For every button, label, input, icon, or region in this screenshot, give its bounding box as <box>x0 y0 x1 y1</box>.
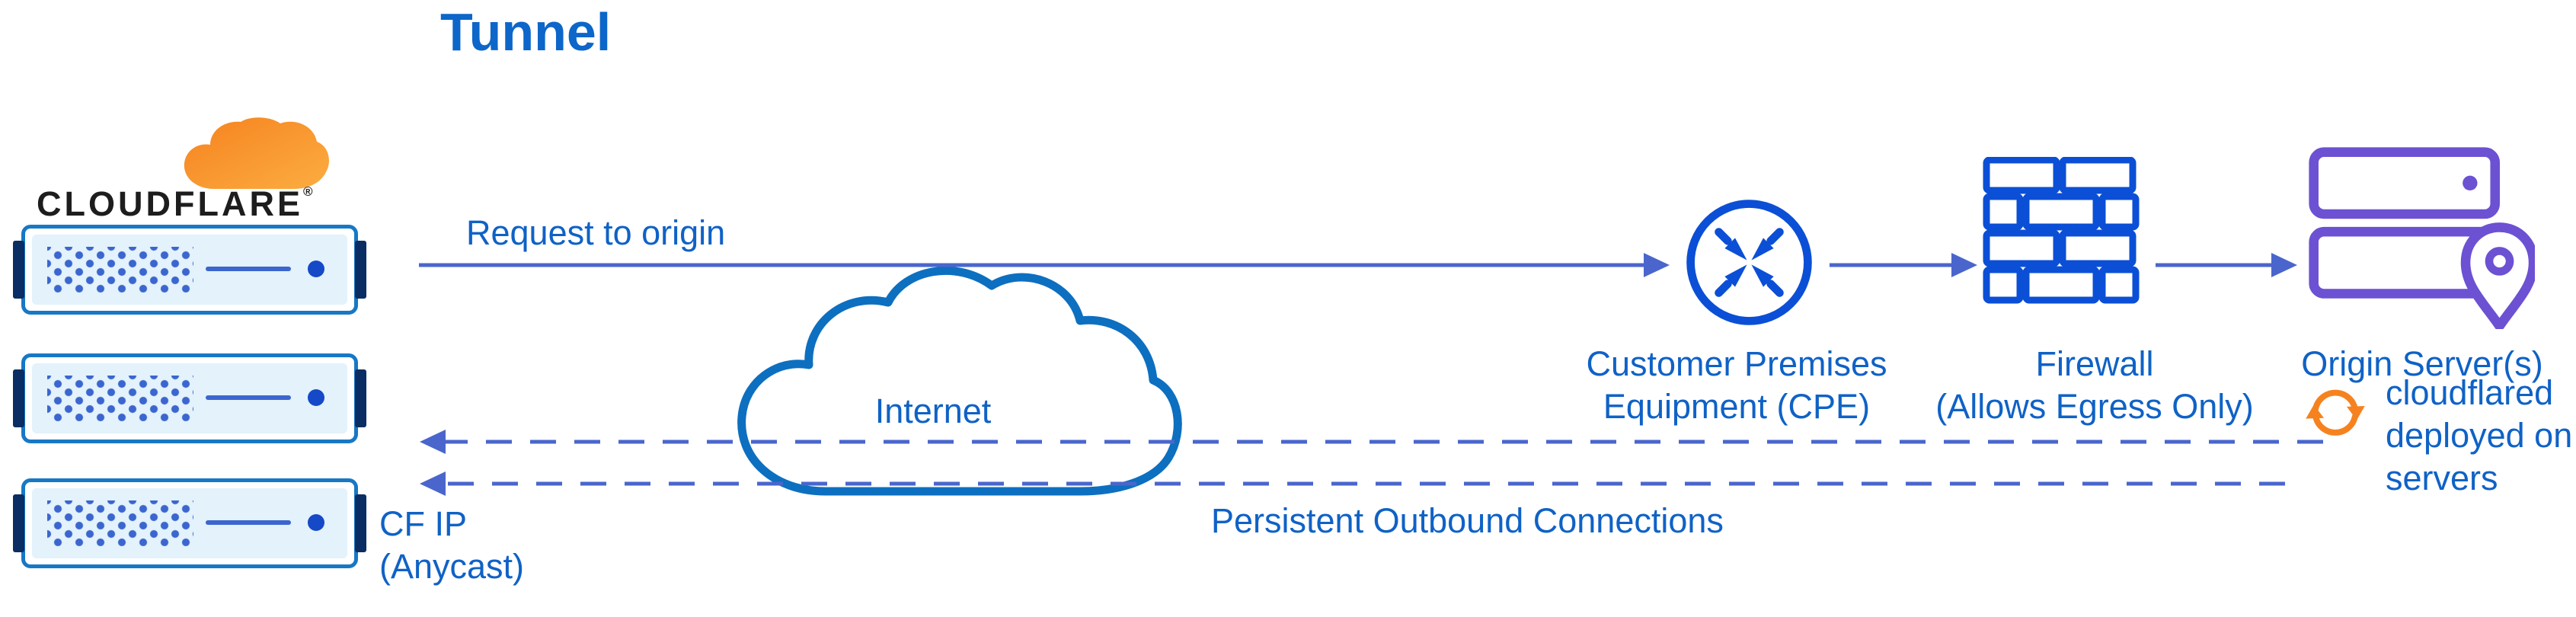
server-side-tab <box>355 494 366 552</box>
server-led <box>308 261 324 277</box>
server-face <box>32 363 347 433</box>
cf-ip-anycast-label: CF IP (Anycast) <box>379 503 524 588</box>
firewall-label-line-1: Firewall <box>2035 344 2154 383</box>
edge-server-icon <box>13 225 366 315</box>
cpe-label: Customer Premises Equipment (CPE) <box>1539 343 1935 428</box>
location-pin-icon <box>2460 222 2535 329</box>
server-side-tab <box>355 241 366 299</box>
cloudflared-label-line-3: servers <box>2386 459 2498 497</box>
cpe-label-line-1: Customer Premises <box>1586 344 1887 383</box>
server-side-tab <box>13 241 24 299</box>
firewall-icon <box>1983 157 2140 304</box>
firewall-label: Firewall (Allows Egress Only) <box>1904 343 2285 428</box>
outbound-dashed-arrowhead-2 <box>420 472 446 496</box>
cpe-to-firewall-arrowhead <box>1951 253 1977 277</box>
server-side-tab <box>13 494 24 552</box>
server-slot <box>206 520 291 525</box>
cpe-label-line-2: Equipment (CPE) <box>1603 387 1871 426</box>
cloudflare-wordmark-text: CLOUDFLARE <box>37 184 303 223</box>
cloudflare-logo-cloud-icon <box>184 117 329 189</box>
outbound-dashed-arrowhead-1 <box>420 430 446 454</box>
server-slot <box>206 395 291 400</box>
server-face <box>32 235 347 305</box>
cloudflare-wordmark: CLOUDFLARE® <box>37 184 313 224</box>
server-led <box>308 389 324 406</box>
cf-ip-line-1: CF IP <box>379 504 468 543</box>
server-led <box>308 514 324 531</box>
edge-server-icon <box>13 478 366 568</box>
cpe-router-icon <box>1686 200 1812 325</box>
server-side-tab <box>355 369 366 427</box>
server-vents <box>47 376 193 421</box>
server-vents <box>47 247 193 293</box>
server-slot <box>206 267 291 271</box>
persistent-outbound-label: Persistent Outbound Connections <box>1211 501 1724 540</box>
server-vents <box>47 500 193 546</box>
firewall-to-origin-arrowhead <box>2271 253 2297 277</box>
page-title: Tunnel <box>440 2 612 62</box>
internet-label: Internet <box>874 392 992 430</box>
registered-mark: ® <box>302 184 313 199</box>
cloudflared-label: cloudflared deployed on servers <box>2386 372 2572 500</box>
internet-cloud-icon <box>737 267 1182 496</box>
cf-ip-line-2: (Anycast) <box>379 547 525 586</box>
edge-server-icon <box>13 353 366 443</box>
firewall-label-line-2: (Allows Egress Only) <box>1935 387 2254 426</box>
request-arrowhead <box>1644 253 1670 277</box>
server-face <box>32 488 347 558</box>
cloudflared-label-line-2: deployed on <box>2386 416 2573 455</box>
origin-server-icon <box>2309 147 2535 329</box>
cloudflared-sync-icon <box>2306 389 2365 436</box>
server-side-tab <box>13 369 24 427</box>
cloudflared-label-line-1: cloudflared <box>2386 373 2554 412</box>
origin-server-label: Origin Server(s) <box>2301 344 2543 383</box>
request-to-origin-label: Request to origin <box>466 213 726 252</box>
